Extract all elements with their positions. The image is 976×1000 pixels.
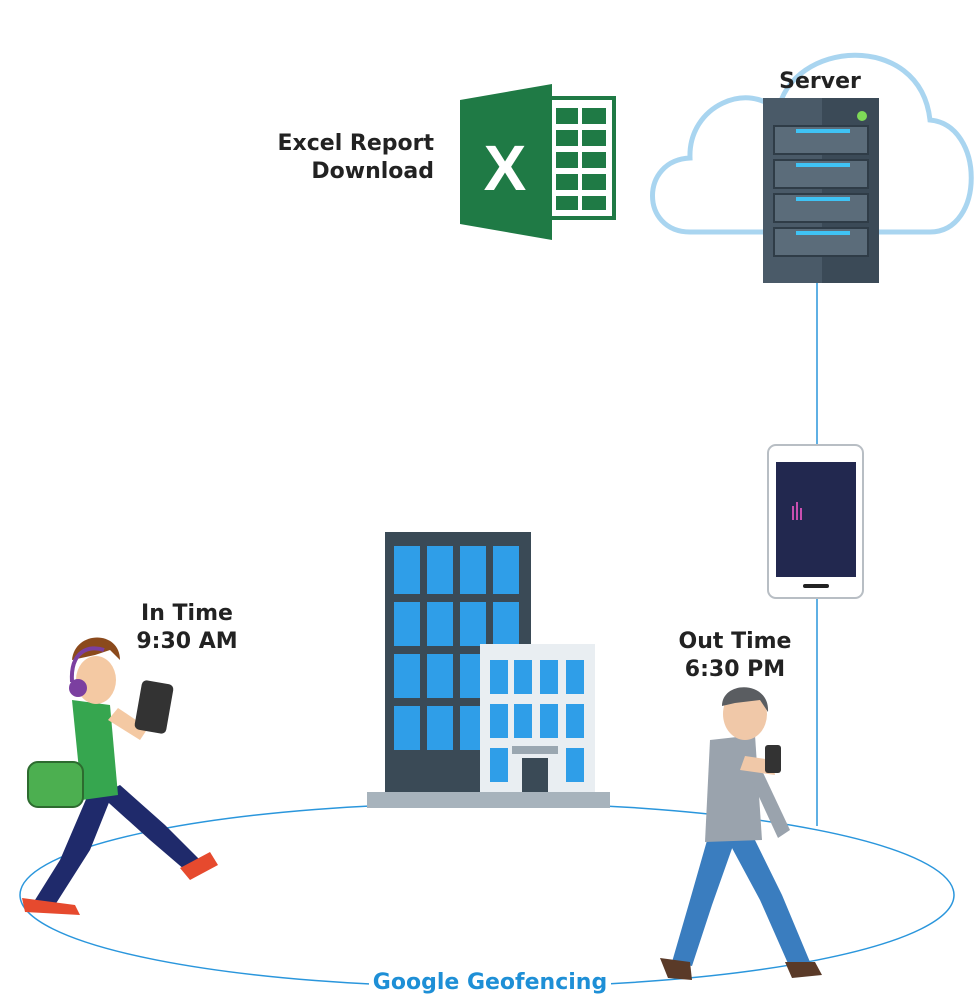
excel-report-line2: Download [311, 159, 434, 184]
svg-text:X: X [484, 132, 527, 204]
google-geofencing-label: Google Geofencing [340, 970, 640, 995]
excel-icon: X [460, 84, 616, 240]
office-building-icon [367, 532, 610, 808]
in-time-line2: 9:30 AM [136, 629, 238, 654]
in-time-line1: In Time [141, 601, 233, 626]
person-in-icon [22, 637, 218, 915]
server-icon [763, 98, 879, 283]
in-time-label: In Time 9:30 AM [112, 600, 262, 656]
excel-report-line1: Excel Report [277, 131, 434, 156]
out-time-line1: Out Time [678, 629, 792, 654]
out-time-label: Out Time 6:30 PM [660, 628, 810, 684]
server-label: Server [779, 69, 861, 94]
google-geofencing-text: Google Geofencing [368, 970, 612, 995]
out-time-line2: 6:30 PM [684, 657, 786, 682]
person-out-icon [660, 687, 822, 980]
bizzypulse-logo-icon [792, 502, 802, 520]
excel-report-label: Excel Report Download [236, 130, 434, 186]
phone-icon [767, 444, 864, 599]
